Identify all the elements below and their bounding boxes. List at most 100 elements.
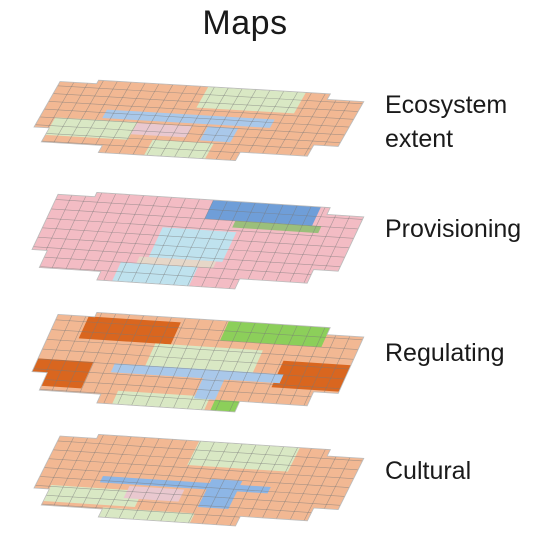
grid-line — [215, 444, 257, 525]
grid-line — [75, 313, 117, 402]
grid-line — [270, 326, 312, 412]
grid-line — [91, 436, 132, 517]
grid-line — [57, 440, 363, 462]
map-layer-provisioning — [31, 191, 365, 290]
grid-line — [35, 124, 341, 143]
map-region — [199, 126, 239, 143]
grid-line — [34, 493, 336, 515]
layer-outline — [33, 433, 365, 527]
grid-line — [188, 442, 229, 524]
grid-line — [63, 434, 104, 515]
grid-line — [159, 198, 200, 285]
grid-line — [131, 197, 172, 283]
grid-line — [33, 368, 341, 389]
map-region — [110, 363, 284, 384]
grid-line — [44, 467, 350, 488]
grid-line — [117, 196, 158, 282]
grid-line — [77, 81, 118, 152]
grid-line — [284, 327, 326, 412]
grid-line — [37, 358, 345, 380]
grid-line — [46, 339, 354, 360]
grid-line — [257, 447, 298, 526]
grid-line — [159, 318, 200, 408]
label-provisioning: Provisioning — [385, 212, 521, 246]
grid-line — [187, 200, 228, 287]
grid-line — [42, 227, 350, 249]
map-region — [123, 486, 185, 502]
grid-line — [131, 317, 172, 406]
map-region — [102, 109, 275, 128]
grid-line — [42, 348, 350, 370]
grid-line — [39, 116, 345, 136]
map-layer-regulating — [31, 311, 365, 413]
grid-line — [229, 203, 270, 289]
grid-line — [35, 485, 341, 506]
grid-line — [46, 218, 354, 239]
grid-line — [256, 325, 298, 412]
grid-line — [48, 458, 354, 479]
grid-line — [61, 192, 103, 278]
grid-line — [299, 94, 340, 161]
grid-line — [271, 448, 312, 526]
grid-line — [61, 312, 103, 401]
layer-outline — [33, 79, 365, 162]
map-layer-cultural — [33, 433, 365, 527]
grid-line — [44, 108, 350, 128]
grid-line — [173, 199, 214, 286]
grid-line — [103, 195, 144, 281]
grid-line — [270, 206, 312, 289]
grid-line — [201, 443, 243, 524]
grid-line — [49, 80, 90, 150]
grid-line — [229, 323, 270, 412]
grid-line — [215, 89, 257, 160]
grid-line — [256, 205, 298, 289]
map-region — [193, 378, 225, 400]
grid-line — [132, 84, 174, 155]
map-region — [78, 316, 181, 345]
grid-line — [242, 324, 284, 412]
grid-line — [173, 319, 214, 409]
grid-line — [48, 101, 354, 120]
grid-line — [118, 83, 160, 154]
grid-line — [117, 316, 158, 405]
grid-line — [146, 440, 188, 521]
grid-line — [104, 82, 146, 154]
grid-line — [89, 314, 131, 403]
grid-line — [75, 193, 117, 279]
grid-line — [47, 192, 89, 277]
grid-line — [257, 91, 298, 161]
grid-line — [174, 86, 215, 158]
label-ecosystem-extent: Ecosystem extent — [385, 88, 507, 156]
grid-line — [187, 320, 228, 410]
grid-line — [201, 88, 243, 159]
grid-line — [229, 445, 271, 526]
map-layer-ecosystem-extent — [33, 79, 365, 162]
layer-outline — [31, 191, 365, 290]
grid-line — [32, 378, 336, 399]
grid-line — [77, 435, 118, 516]
grid-line — [34, 132, 336, 151]
map-region — [232, 220, 322, 234]
label-line: Cultural — [385, 457, 472, 485]
grid-line — [243, 90, 285, 161]
grid-line — [271, 92, 312, 161]
label-regulating: Regulating — [385, 336, 505, 370]
grid-line — [57, 85, 363, 105]
grid-line — [284, 207, 326, 289]
grid-line — [243, 204, 284, 289]
grid-line — [243, 446, 285, 526]
grid-line — [39, 476, 345, 497]
grid-line — [215, 202, 256, 288]
grid-line — [215, 322, 256, 411]
grid-line — [145, 198, 186, 284]
grid-line — [298, 328, 340, 412]
grid-line — [47, 312, 89, 400]
label-line: Regulating — [385, 339, 505, 367]
grid-line — [53, 93, 359, 112]
map-region — [45, 117, 138, 140]
grid-line — [285, 449, 326, 526]
grid-line — [51, 329, 359, 350]
grid-line — [174, 441, 215, 523]
grid-line — [53, 449, 359, 471]
